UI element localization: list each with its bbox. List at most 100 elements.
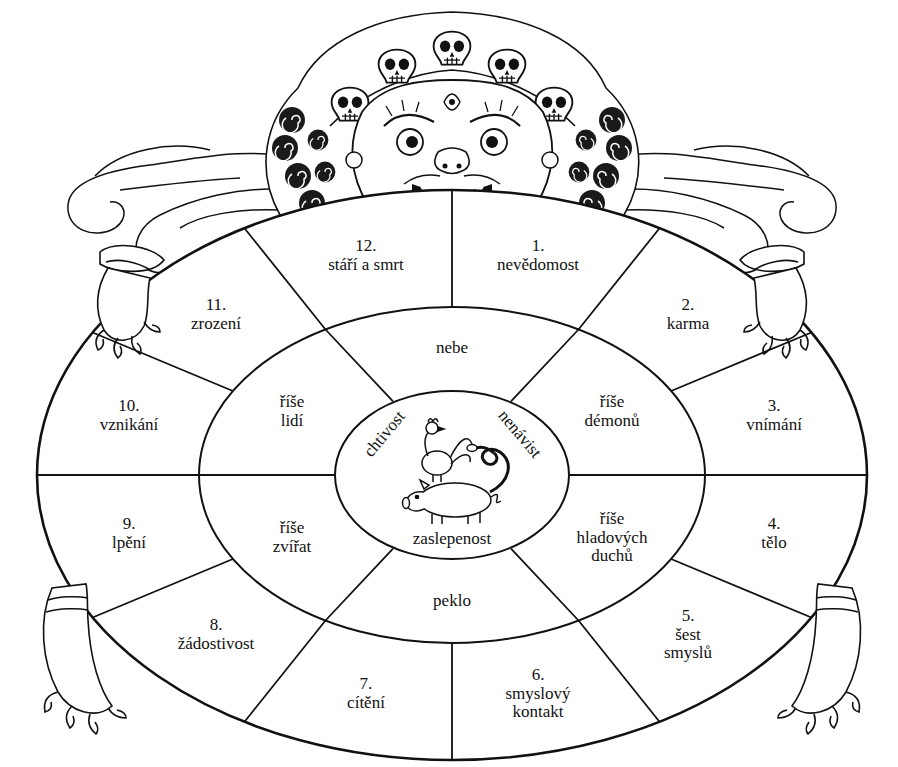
realm-segment: peklo bbox=[433, 592, 471, 611]
hair-curls-left bbox=[272, 107, 335, 216]
rooster-comb bbox=[428, 419, 438, 422]
nidana-number: 11. bbox=[191, 296, 241, 315]
segment-label: cítění bbox=[347, 694, 385, 713]
limbs-right bbox=[740, 246, 861, 734]
segment-label: žádostivost bbox=[178, 635, 255, 654]
earring bbox=[542, 152, 558, 168]
nidana-segment: 2.karma bbox=[667, 296, 709, 333]
pig-legs bbox=[432, 513, 480, 524]
hair-mass bbox=[266, 12, 639, 215]
crown-skull bbox=[379, 50, 416, 83]
segment-label: říše zvířat bbox=[261, 519, 323, 556]
nidana-number: 2. bbox=[667, 296, 709, 315]
crown-skull bbox=[434, 32, 471, 65]
snake-body bbox=[482, 449, 508, 492]
nidana-segment: 11.zrození bbox=[191, 296, 241, 333]
snake-neck bbox=[476, 447, 494, 453]
segment-label: peklo bbox=[433, 592, 471, 611]
three-animals bbox=[403, 419, 509, 524]
segment-label: říše démonů bbox=[581, 393, 643, 430]
nostril bbox=[457, 164, 462, 169]
pig-eye bbox=[415, 495, 418, 498]
limbs-left bbox=[43, 246, 164, 734]
nidana-segment: 3.vnímání bbox=[746, 397, 802, 434]
rooster-legs bbox=[433, 474, 441, 482]
mustache bbox=[404, 175, 500, 184]
eye bbox=[481, 129, 507, 155]
nidana-number: 1. bbox=[497, 237, 579, 256]
pupil bbox=[486, 136, 498, 148]
realm-dividers bbox=[199, 330, 705, 621]
eye bbox=[397, 129, 423, 155]
segment-label: stáří a smrt bbox=[328, 256, 404, 275]
segment-label: smyslový kontakt bbox=[500, 685, 576, 722]
third-eye-pupil bbox=[449, 99, 455, 105]
nidana-segment: 8.žádostivost bbox=[178, 616, 255, 653]
segment-label: nebe bbox=[436, 339, 468, 358]
realm-ring bbox=[199, 307, 705, 643]
segment-label: říše hladových duchů bbox=[571, 510, 653, 566]
realm-segment: říše démonů bbox=[581, 393, 643, 430]
nidana-segment: 4.tělo bbox=[761, 515, 787, 552]
pig-snout bbox=[403, 498, 410, 509]
nidana-number: 4. bbox=[761, 515, 787, 534]
realm-segment: říše hladových duchů bbox=[571, 510, 653, 566]
nidana-number: 10. bbox=[100, 397, 159, 416]
poison-label: chtivost bbox=[360, 407, 409, 460]
nidana-segment: 6.smyslový kontakt bbox=[500, 666, 576, 722]
brows bbox=[384, 115, 520, 126]
third-eye bbox=[444, 94, 460, 110]
rooster-tail bbox=[450, 439, 472, 464]
nidana-dividers bbox=[37, 190, 867, 760]
nidana-number: 5. bbox=[657, 607, 719, 626]
segment-label: vznikání bbox=[100, 416, 159, 435]
nidana-segment: 9.lpění bbox=[112, 515, 146, 552]
crown-skull bbox=[489, 50, 526, 83]
segment-label: zrození bbox=[191, 315, 241, 334]
face bbox=[352, 80, 552, 205]
rooster-beak bbox=[438, 427, 444, 431]
nidana-number: 7. bbox=[347, 675, 385, 694]
poison-label: nenávist bbox=[494, 406, 545, 461]
nidana-number: 3. bbox=[746, 397, 802, 416]
nidana-number: 8. bbox=[178, 616, 255, 635]
nostril bbox=[443, 164, 448, 169]
realm-segment: říše lidí bbox=[267, 393, 317, 430]
segment-label: šest smyslů bbox=[657, 626, 719, 663]
hair-curls-right bbox=[569, 107, 632, 216]
segment-label: karma bbox=[667, 315, 709, 334]
nose bbox=[435, 148, 469, 174]
segment-label: říše lidí bbox=[267, 393, 317, 430]
realm-segment: nebe bbox=[436, 339, 468, 358]
segment-label: vnímání bbox=[746, 416, 802, 435]
pupil bbox=[406, 136, 418, 148]
nidana-segment: 12.stáří a smrt bbox=[328, 237, 404, 274]
outer-rim bbox=[37, 190, 867, 760]
nidana-segment: 1.nevědomost bbox=[497, 237, 579, 274]
nidana-number: 12. bbox=[328, 237, 404, 256]
nidana-segment: 5.šest smyslů bbox=[657, 607, 719, 663]
segment-label: tělo bbox=[761, 534, 787, 553]
nidana-segment: 10.vznikání bbox=[100, 397, 159, 434]
nidana-number: 9. bbox=[112, 515, 146, 534]
nidana-segment: 7.cítění bbox=[347, 675, 385, 712]
nidana-number: 6. bbox=[500, 666, 576, 685]
brow-flames bbox=[386, 100, 518, 116]
realm-segment: říše zvířat bbox=[261, 519, 323, 556]
demon-head bbox=[266, 12, 639, 216]
circle-outline-shape bbox=[335, 391, 569, 559]
earring bbox=[346, 152, 362, 168]
pig-tail bbox=[491, 494, 501, 502]
rooster-body bbox=[422, 451, 452, 475]
pig-ear bbox=[420, 480, 429, 489]
snake-head bbox=[467, 445, 477, 452]
wheel bbox=[37, 190, 867, 760]
pig-body bbox=[419, 483, 491, 517]
poison-label: zaslepenost bbox=[413, 530, 491, 549]
segment-label: nevědomost bbox=[497, 256, 579, 275]
rooster-head bbox=[426, 422, 438, 434]
poison-circle: chtivost nenávist zaslepenost bbox=[334, 390, 570, 560]
segment-label: lpění bbox=[112, 534, 146, 553]
